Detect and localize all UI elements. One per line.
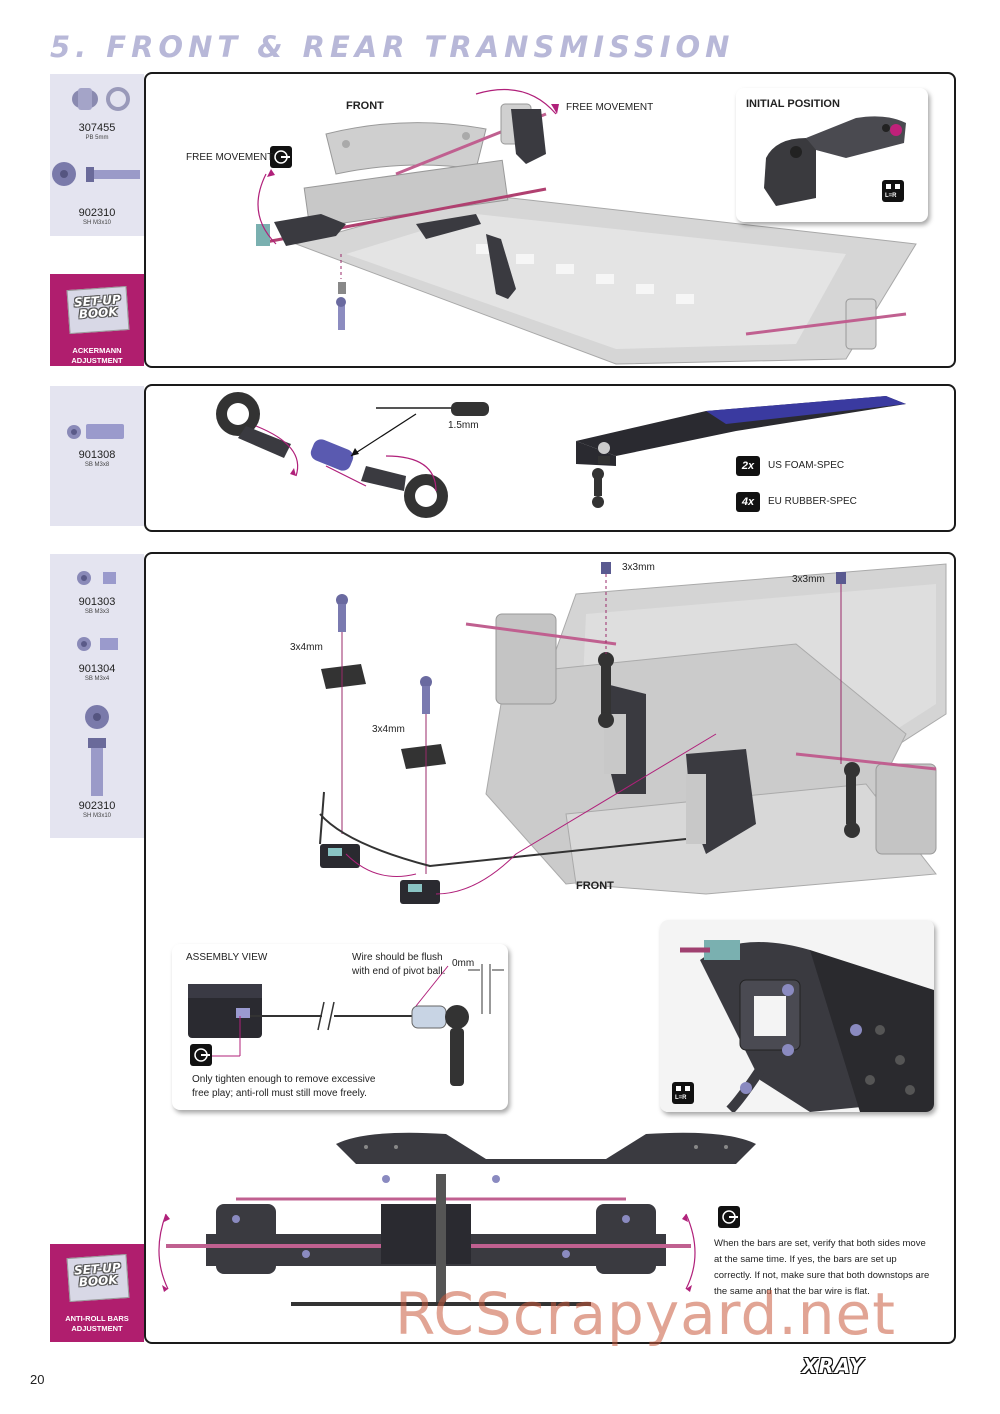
detail-inset: L=R [660,920,934,1112]
part-number: 901308 [78,449,116,461]
gap-label: 0mm [452,958,475,969]
setup-book-badge: SET-UP BOOK ACKERMANN ADJUSTMENT [50,274,144,366]
part-number: 902310 [78,207,116,219]
part-spec: SB M3x8 [84,462,110,468]
setup-book-icon: SET-UP BOOK [66,285,130,335]
assembly-view-title: ASSEMBLY VIEW [186,952,268,963]
ball-washer-icon [52,87,140,186]
part-spec: SH M3x10 [82,220,111,226]
verify-note: at the same time. If yes, the bars are s… [714,1254,897,1265]
part-number: 901304 [78,663,116,675]
verify-note: the same and that the bar wire is flat. [714,1286,870,1297]
screws-icon [77,571,118,796]
steering-illustration [256,88,917,365]
wire-note: with end of pivot ball. [352,966,446,977]
part-spec: SB M3x4 [84,676,110,682]
screw-size-label: 3x4mm [372,724,405,735]
panel-ball-ends: 1.5mm 2x US FOAM-SPEC 4x EU RUBBER-SPEC [144,384,956,532]
panel-steering: FRONT FREE MOVEMENT FREE MOVEMENT INITIA… [144,72,956,368]
free-movement-label: FREE MOVEMENT [186,152,274,163]
spec-label: US FOAM-SPEC [768,460,845,471]
front-label: FRONT [346,100,384,112]
part-spec: SB M3x3 [84,609,110,615]
screw-size-label: 3x3mm [622,562,655,573]
tighten-note: Only tighten enough to remove excessive [192,1074,376,1085]
panel-anti-roll-bars: 3x3mm 3x3mm 3x4mm 3x4mm FRONT ASSEMBLY V… [144,552,956,1344]
setup-book-label: ACKERMANN ADJUSTMENT [71,346,123,365]
lr-badge: L=R [885,193,897,199]
spec-label: EU RUBBER-SPEC [768,496,857,507]
setup-book-label: ADJUSTMENT [71,1324,123,1333]
steering-block-illustration [764,116,906,206]
verify-note: When the bars are set, verify that both … [714,1238,926,1249]
part-spec: SH M3x10 [82,813,111,819]
lr-badge: L=R [675,1095,687,1101]
parts-column-2: 901308 SB M3x8 [50,386,144,526]
free-movement-label: FREE MOVEMENT [566,102,654,113]
brand-logo: XRAY [802,1354,865,1378]
front-label: FRONT [576,880,614,892]
part-number: 901303 [78,596,116,608]
tighten-note: free play; anti-roll must still move fre… [192,1088,367,1099]
initial-position-inset: INITIAL POSITION L=R [736,88,928,222]
anti-roll-illustration [158,562,947,1306]
parts-column-1: 307455 PB 5mm 902310 SH M3x10 [50,74,144,236]
page-number: 20 [30,1372,45,1387]
set-screw-icon [67,424,124,439]
setup-book-badge: SET-UP BOOK ANTI-ROLL BARS ADJUSTMENT [50,1244,144,1342]
setup-book-label: ANTI-ROLL BARS [65,1314,129,1323]
verify-note: correctly. If not, make sure that both d… [714,1270,930,1281]
count-badge: 2x [736,456,760,476]
wire-note: Wire should be flush [352,952,443,963]
setup-book-icon: SET-UP BOOK [66,1253,130,1303]
part-number: 307455 [78,122,116,134]
hub-detail-illustration [660,920,934,1112]
ball-end-illustration [216,392,906,518]
watermark: RCScrapyard.net [395,1280,896,1348]
screw-size-label: 3x4mm [290,642,323,653]
screw-size-label: 3x3mm [792,574,825,585]
part-spec: PB 5mm [85,135,109,141]
part-number: 902310 [78,800,116,812]
assembly-illustration [188,964,504,1086]
count-badge: 4x [736,492,760,512]
initial-position-title: INITIAL POSITION [746,98,840,110]
assembly-view-inset: ASSEMBLY VIEW Wire should be flush with … [172,944,508,1110]
page-title: 5. FRONT & REAR TRANSMISSION [50,30,735,64]
parts-column-3: 901303 SB M3x3 901304 SB M3x4 902310 SH … [50,554,144,838]
tool-size-label: 1.5mm [448,420,479,431]
